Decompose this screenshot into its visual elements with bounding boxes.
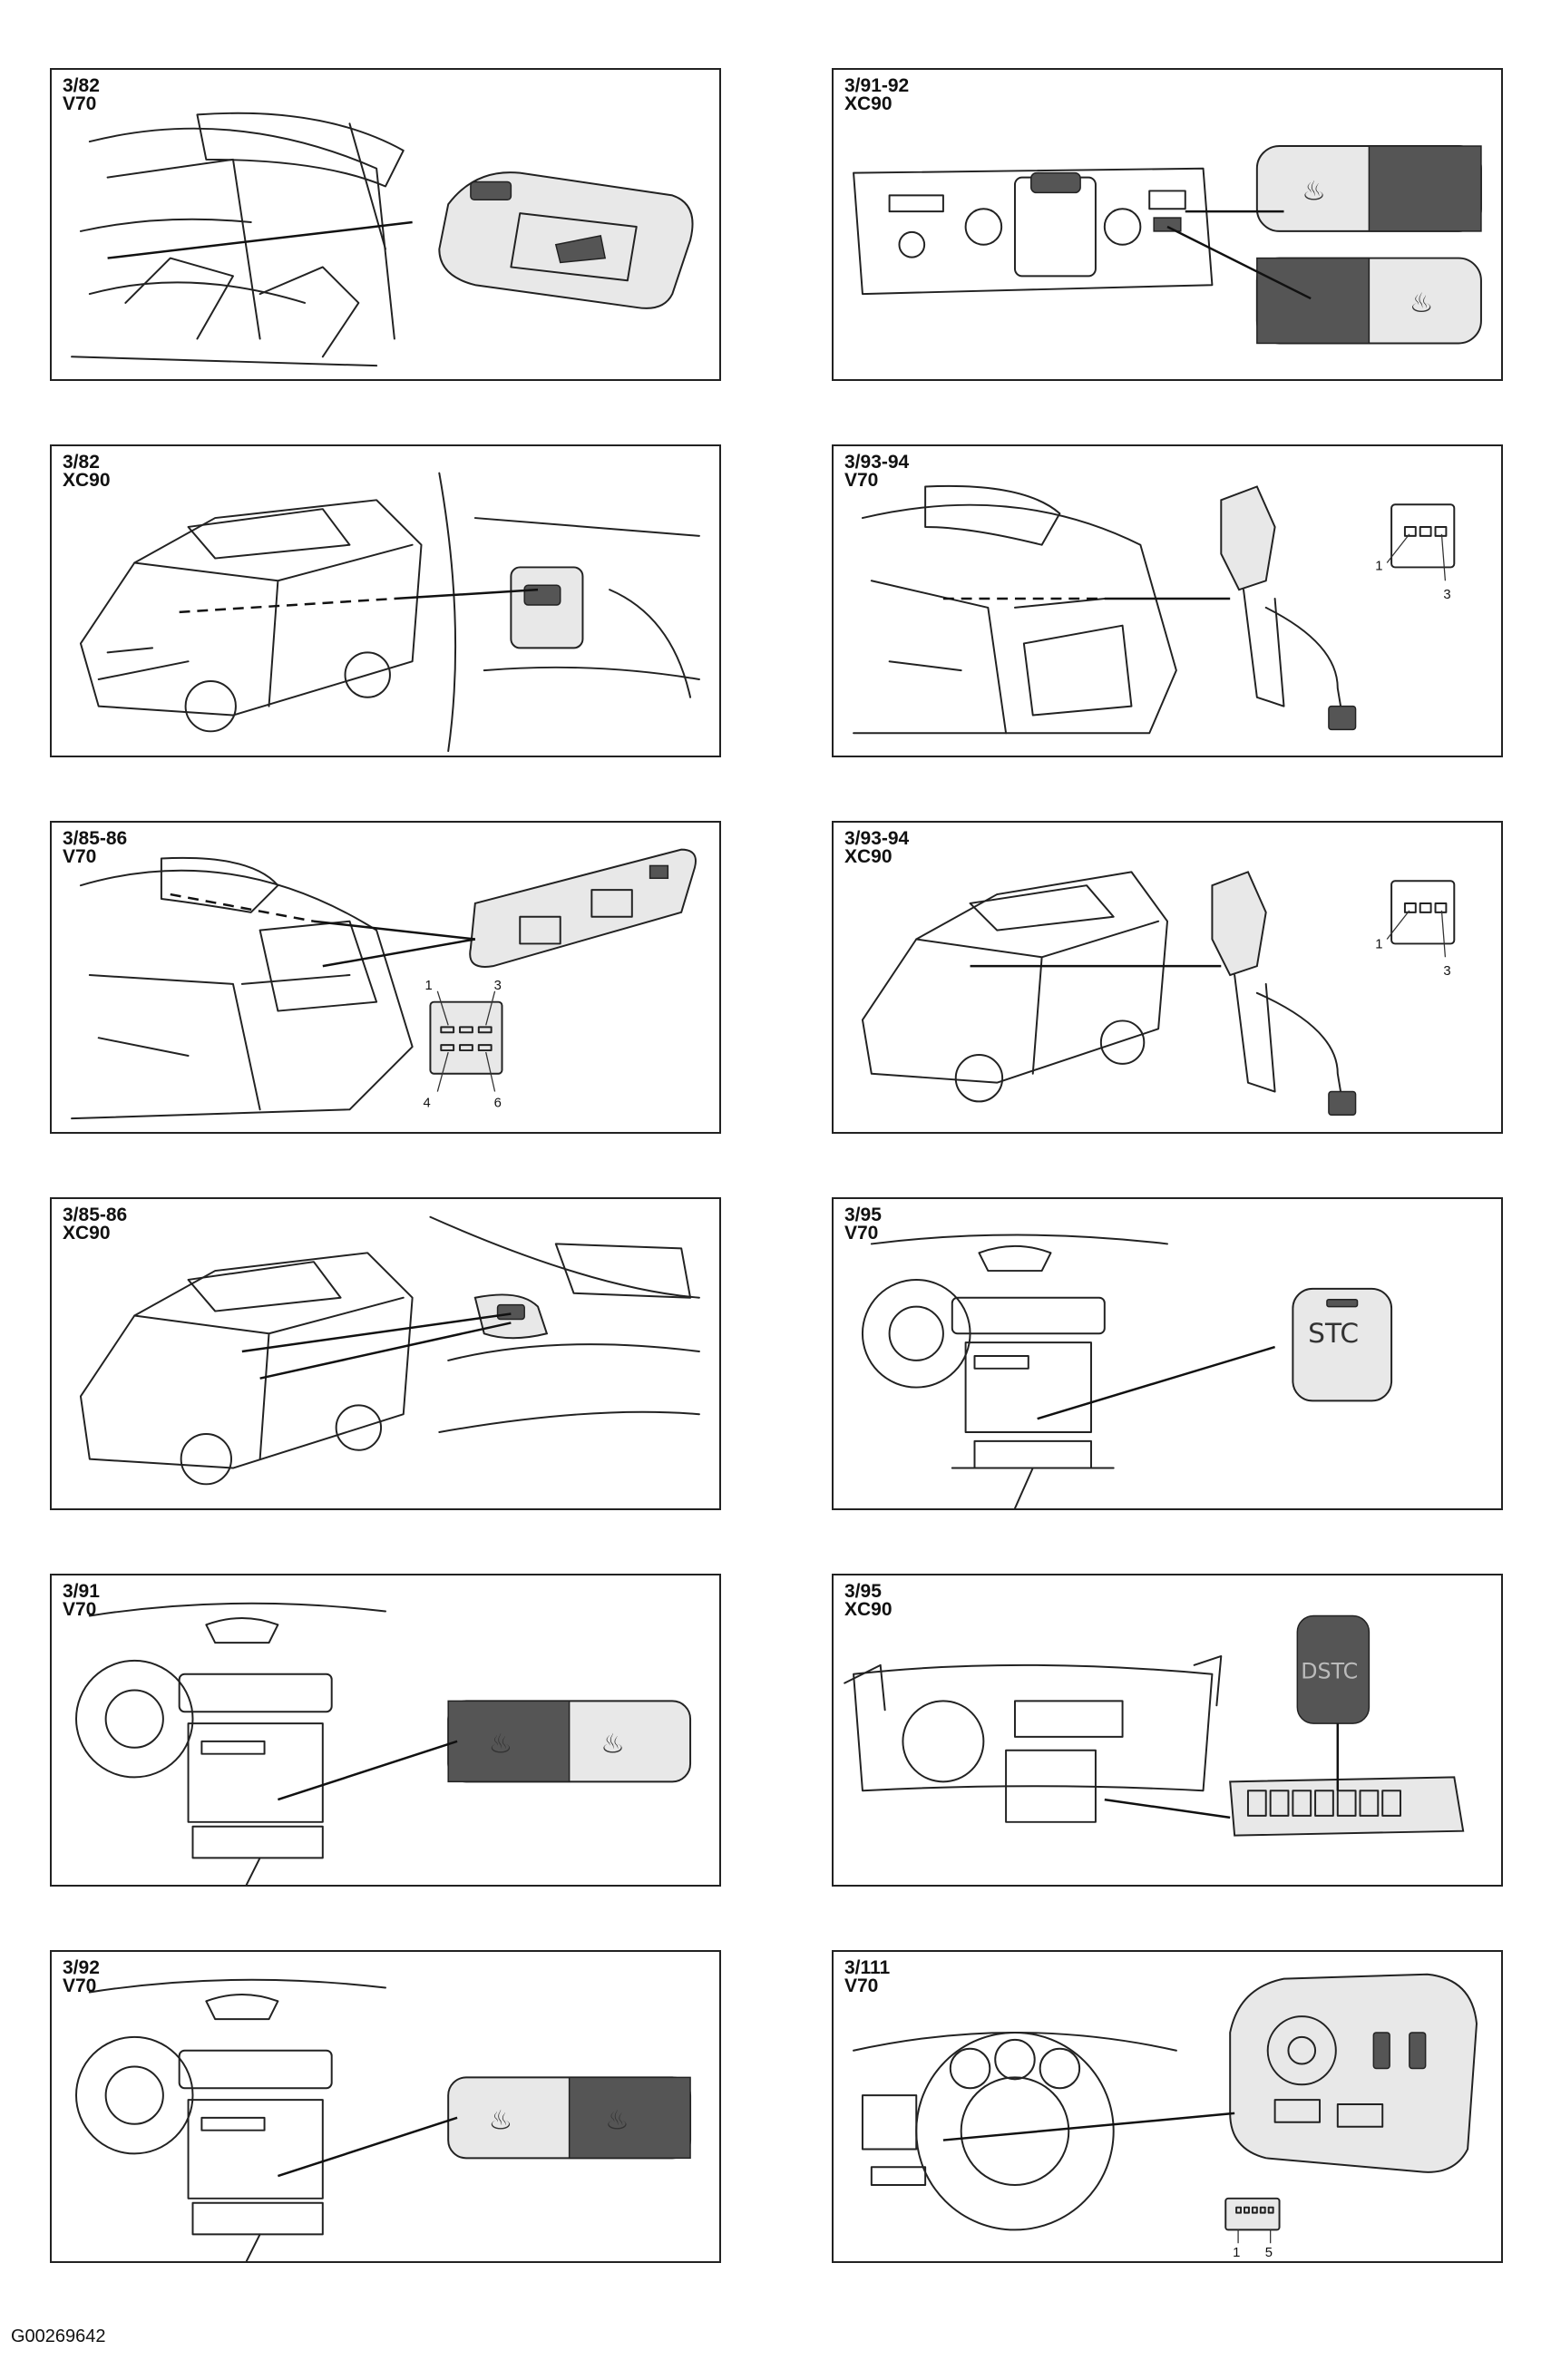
panel-model: V70 xyxy=(63,1975,97,1996)
panel-model: XC90 xyxy=(63,1223,111,1244)
panel-code: 3/93-94 xyxy=(844,828,910,849)
panel-code: 3/82 xyxy=(63,75,100,96)
panel-code: 3/85-86 xyxy=(63,1205,128,1225)
panel-code: 3/93-94 xyxy=(844,452,910,473)
panel-model: XC90 xyxy=(844,1599,893,1620)
climate-control-panel-illustration: ♨ ♨ xyxy=(853,145,1482,345)
panel-code: 3/92 xyxy=(63,1957,100,1978)
pin-4-label: 4 xyxy=(424,1096,431,1110)
leader-line xyxy=(1104,1798,1231,1819)
door-window-switch-illustration: 1 3 4 6 xyxy=(71,848,697,1120)
stc-button-label: STC xyxy=(1308,1317,1359,1349)
panel-model: V70 xyxy=(63,93,97,114)
pin-3-label: 3 xyxy=(494,979,502,993)
panel-code: 3/95 xyxy=(844,1205,882,1225)
leader-line xyxy=(170,892,315,922)
leader-line xyxy=(241,1312,512,1353)
suv-seatbelt-buckle-illustration: 1 3 xyxy=(861,871,1456,1116)
panel-model: V70 xyxy=(844,1223,879,1244)
suv-door-switch-illustration xyxy=(79,1215,700,1486)
panel-model: V70 xyxy=(844,1975,879,1996)
seat-heat-icon: ♨ xyxy=(1410,287,1434,318)
panel-model: V70 xyxy=(844,470,879,491)
panel-code: 3/91 xyxy=(63,1581,100,1602)
leader-line xyxy=(278,1740,458,1801)
leader-line xyxy=(942,2112,1235,2141)
seat-heat-icon: ♨ xyxy=(600,1728,625,1760)
panel-code: 3/111 xyxy=(844,1957,891,1978)
steering-wheel-light-switch-illustration: 1 5 xyxy=(853,1973,1478,2260)
leader-line xyxy=(394,588,539,600)
dashboard-stc-switch-illustration: STC xyxy=(861,1234,1393,1508)
pin-1-label: 1 xyxy=(424,979,432,993)
seat-heat-icon: ♨ xyxy=(489,2104,513,2136)
panel-code: 3/82 xyxy=(63,452,100,473)
leader-line xyxy=(259,1322,512,1380)
panel-model: V70 xyxy=(63,1599,97,1620)
figure-code: G00269642 xyxy=(11,2326,106,2346)
leader-line xyxy=(107,220,413,259)
pin-1-label: 1 xyxy=(1233,2246,1240,2260)
leader-line xyxy=(322,938,476,968)
dstc-button-label: DSTC xyxy=(1301,1659,1358,1684)
pin-3-label: 3 xyxy=(1443,964,1450,979)
panel-code: 3/91-92 xyxy=(844,75,910,96)
panel-model: XC90 xyxy=(844,93,893,114)
seatbelt-buckle-illustration: 1 3 xyxy=(853,484,1456,735)
panel-code: 3/95 xyxy=(844,1581,882,1602)
pin-1-label: 1 xyxy=(1375,937,1382,951)
dashboard-rear-seat-heat-illustration: ♨ ♨ xyxy=(75,1978,692,2261)
leader-line xyxy=(313,920,475,941)
pin-3-label: 3 xyxy=(1443,588,1450,602)
pin-1-label: 1 xyxy=(1375,559,1382,573)
panel-model: XC90 xyxy=(63,470,111,491)
leader-line xyxy=(278,2116,458,2178)
leader-line xyxy=(179,597,395,614)
pin-6-label: 6 xyxy=(494,1096,502,1110)
suv-dashboard-dstc-illustration: DSTC xyxy=(844,1614,1465,1837)
interior-roof-console-illustration xyxy=(71,112,694,367)
panel-code: 3/85-86 xyxy=(63,828,128,849)
seat-heat-icon: ♨ xyxy=(489,1728,513,1760)
seat-heat-icon: ♨ xyxy=(1302,174,1326,206)
leader-line xyxy=(1037,1345,1275,1420)
suv-window-switch-illustration xyxy=(79,472,700,753)
panel-model: XC90 xyxy=(844,846,893,867)
seat-heat-icon: ♨ xyxy=(605,2104,629,2136)
pin-5-label: 5 xyxy=(1265,2246,1273,2260)
dashboard-seat-heat-illustration: ♨ ♨ xyxy=(75,1602,692,1885)
panel-model: V70 xyxy=(63,846,97,867)
leader-line xyxy=(1166,225,1312,300)
